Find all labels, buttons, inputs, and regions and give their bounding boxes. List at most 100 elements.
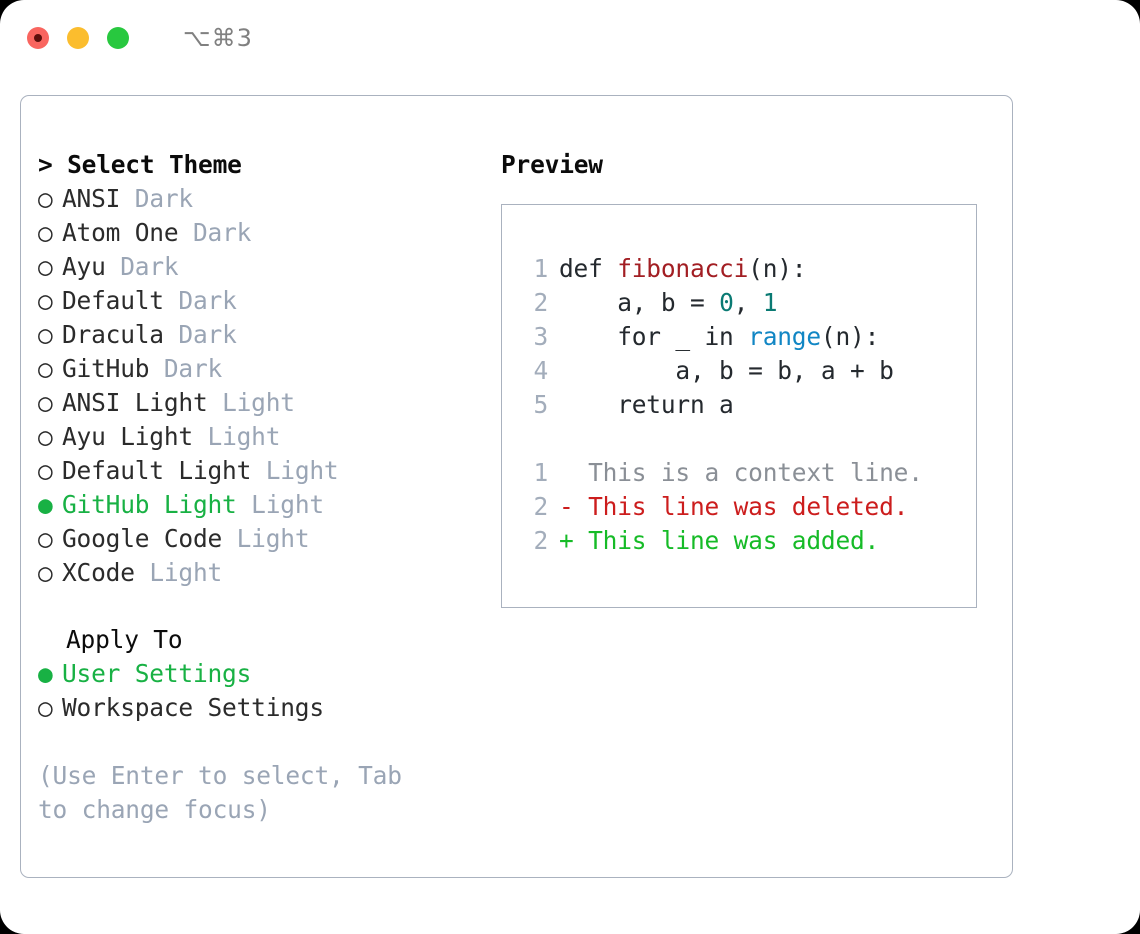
code-token: 0: [719, 288, 734, 317]
theme-option-ansi[interactable]: ○ANSI Dark: [38, 182, 468, 216]
code-token: range: [748, 322, 821, 351]
theme-option-google-code[interactable]: ○Google Code Light: [38, 522, 468, 556]
theme-option-label: GitHub: [62, 354, 150, 383]
theme-option-variant-badge: Light: [149, 558, 223, 587]
theme-option-atom-one[interactable]: ○Atom One Dark: [38, 216, 468, 250]
theme-option-label: ANSI Light: [62, 388, 208, 417]
code-token: - This line was deleted.: [559, 492, 909, 521]
theme-option-github-light[interactable]: ● GitHub Light Light: [38, 488, 468, 522]
theme-option-label: Default Light: [62, 456, 252, 485]
line-content: - This line was deleted.: [559, 490, 908, 524]
radio-unselected-icon: ○: [38, 184, 53, 213]
code-token: ,: [733, 288, 763, 317]
theme-option-label: Default: [62, 286, 164, 315]
theme-option-variant-badge: Light: [207, 422, 281, 451]
theme-option-variant-badge: Dark: [163, 354, 223, 383]
radio-unselected-icon: ○: [38, 693, 53, 722]
theme-option-label: Ayu Light: [62, 422, 193, 451]
line-number: 3: [533, 322, 548, 351]
keyboard-shortcut-label: ⌥⌘3: [183, 24, 253, 52]
theme-option-spacer: [135, 556, 150, 590]
theme-option-dracula[interactable]: ○ Dracula Dark: [38, 318, 468, 352]
radio-unselected-icon: ○: [38, 456, 53, 485]
code-token: def: [559, 254, 618, 283]
radio-unselected-icon: ○: [38, 286, 53, 315]
radio-unselected-icon: ○: [38, 388, 53, 417]
code-line: 3 for _ in range(n):: [522, 320, 976, 354]
theme-picker-column: > Select Theme ○ANSI Dark○Atom One Dark○…: [38, 148, 468, 827]
theme-option-ayu-light[interactable]: ○ Ayu Light Light: [38, 420, 468, 454]
code-token: return a: [559, 390, 734, 419]
radio-unselected-icon: ○: [38, 558, 53, 587]
theme-option-spacer: [164, 318, 179, 352]
minimize-window-button[interactable]: [67, 27, 89, 49]
line-content: This is a context line.: [559, 456, 923, 490]
theme-option-label: Ayu: [62, 252, 106, 281]
theme-option-variant-badge: Dark: [120, 252, 179, 281]
diff-sample: 1 This is a context line.2- This line wa…: [522, 456, 976, 558]
theme-option-xcode[interactable]: ○ XCode Light: [38, 556, 468, 590]
line-number: 2: [533, 526, 548, 555]
code-diff-separator: [522, 422, 976, 456]
code-line: 2 a, b = 0, 1: [522, 286, 976, 320]
theme-option-github[interactable]: ○GitHub Dark: [38, 352, 468, 386]
code-token: (n):: [748, 254, 807, 283]
theme-option-label: ANSI: [62, 184, 121, 213]
theme-option-variant-badge: Dark: [192, 218, 252, 247]
theme-option-variant-badge: Dark: [178, 286, 237, 315]
code-line: 4 a, b = b, a + b: [522, 354, 976, 388]
hint-spacer: [38, 725, 468, 759]
theme-option-default[interactable]: ○ Default Dark: [38, 284, 468, 318]
code-token: a, b = b, a + b: [559, 356, 894, 385]
theme-option-label: GitHub Light: [62, 490, 237, 519]
title-bar: ⌥⌘3: [0, 0, 1140, 76]
diff-line: 2- This line was deleted.: [522, 490, 976, 524]
theme-option-ayu[interactable]: ○ Ayu Dark: [38, 250, 468, 284]
close-window-button[interactable]: [27, 27, 49, 49]
maximize-window-button[interactable]: [107, 27, 129, 49]
theme-option-spacer: [222, 522, 237, 556]
line-number: 4: [533, 356, 548, 385]
theme-option-spacer: [251, 454, 266, 488]
panel-columns: > Select Theme ○ANSI Dark○Atom One Dark○…: [21, 96, 1012, 877]
theme-option-label: Dracula: [62, 320, 164, 349]
theme-option-variant-badge: Light: [265, 456, 339, 485]
code-line: 5 return a: [522, 388, 976, 422]
line-number: 2: [533, 288, 548, 317]
theme-option-list: ○ANSI Dark○Atom One Dark○Ayu Dark○Defaul…: [38, 182, 468, 590]
radio-unselected-icon: ○: [38, 422, 53, 451]
apply-to-heading: Apply To: [66, 625, 183, 654]
radio-selected-icon: ●: [38, 490, 53, 519]
apply-to-option-user-settings[interactable]: ●User Settings: [38, 657, 468, 691]
theme-option-spacer: [149, 352, 164, 386]
code-token: This is a context line.: [559, 458, 923, 487]
theme-option-ansi-light[interactable]: ○ ANSI Light Light: [38, 386, 468, 420]
code-token: for _ in: [559, 322, 749, 351]
select-theme-heading: > Select Theme: [38, 150, 242, 179]
code-token: 1: [762, 288, 778, 317]
radio-unselected-icon: ○: [38, 252, 53, 281]
preview-heading: Preview: [501, 150, 603, 179]
line-content: + This line was added.: [559, 524, 879, 558]
apply-to-option-workspace-settings[interactable]: ○Workspace Settings: [38, 691, 468, 725]
theme-option-variant-badge: Light: [222, 388, 295, 417]
theme-option-variant-badge: Light: [251, 490, 324, 519]
line-content: return a: [559, 388, 734, 422]
theme-option-spacer: [178, 216, 193, 250]
main-panel: > Select Theme ○ANSI Dark○Atom One Dark○…: [20, 95, 1013, 878]
diff-line: 1 This is a context line.: [522, 456, 976, 490]
theme-option-variant-badge: Light: [236, 524, 310, 553]
radio-unselected-icon: ○: [38, 320, 53, 349]
apply-to-option-label: User Settings: [62, 659, 252, 688]
theme-option-default-light[interactable]: ○ Default Light Light: [38, 454, 468, 488]
theme-option-label: XCode: [62, 558, 135, 587]
apply-to-option-list: ●User Settings○Workspace Settings: [38, 657, 468, 725]
theme-option-variant-badge: Dark: [178, 320, 237, 349]
theme-option-spacer: [237, 488, 252, 522]
line-number: 1: [533, 254, 548, 283]
radio-unselected-icon: ○: [38, 524, 53, 553]
